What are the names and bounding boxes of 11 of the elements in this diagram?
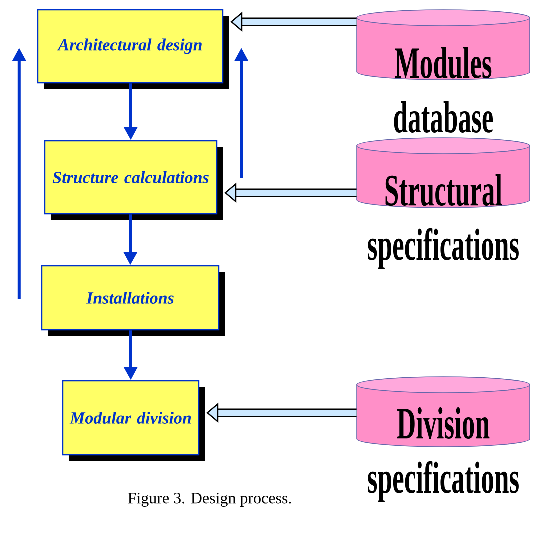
node-label: specifications (368, 461, 519, 503)
database-cylinder: Division specifications (356, 376, 530, 502)
process-box: Structure calculations (44, 140, 223, 220)
database-cylinder: Modules database (356, 10, 530, 133)
process-box: Architectural design (37, 9, 229, 89)
caption: Figure 3. Design process. (128, 492, 292, 508)
node-label: database (394, 101, 494, 133)
database-cylinder: Structural specifications (356, 138, 530, 270)
process-box: Modular division (62, 380, 205, 461)
node-label: specifications (368, 228, 519, 270)
process-box: Installations (41, 265, 225, 336)
